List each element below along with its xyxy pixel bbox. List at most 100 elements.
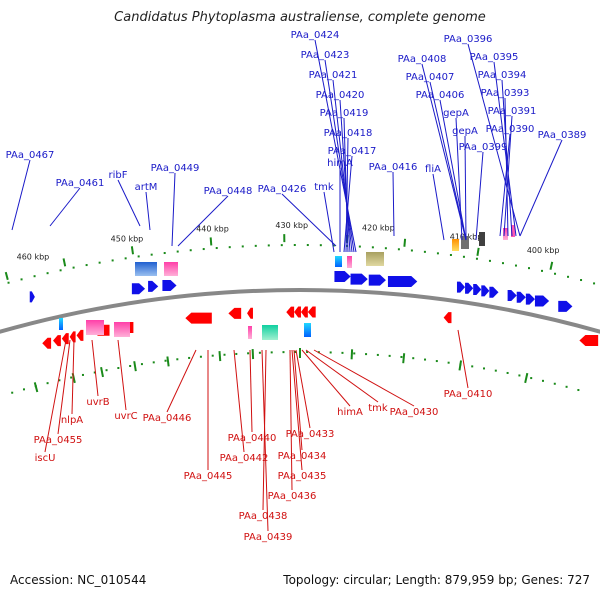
reverse-gene-arrow — [228, 307, 242, 319]
major-tick — [100, 366, 104, 378]
accession-text: Accession: NC_010544 — [10, 573, 147, 587]
reverse-gene-label: tmk — [368, 403, 388, 414]
reverse-gene-label: PAa_0439 — [244, 532, 293, 543]
feature-box — [304, 323, 311, 337]
forward-gene-label: PAa_0426 — [258, 184, 307, 195]
label-leader-line — [171, 172, 176, 247]
reverse-gene-label: uvrC — [114, 411, 137, 422]
label-leader-line — [314, 39, 357, 253]
label-leader-line — [439, 99, 467, 241]
label-leader-line — [305, 349, 379, 403]
label-leader-line — [504, 97, 509, 237]
label-leader-line — [281, 193, 337, 247]
label-leader-line — [57, 339, 71, 435]
label-leader-line — [339, 99, 351, 253]
forward-gene-label: PAa_0417 — [328, 146, 377, 157]
reverse-gene-arrow — [185, 312, 212, 324]
forward-gene-label: PAa_0449 — [151, 163, 200, 174]
label-leader-line — [261, 349, 269, 532]
forward-gene-arrow — [162, 280, 177, 292]
reverse-gene-label: nlpA — [61, 415, 83, 426]
inner-tick-ring — [11, 351, 580, 394]
reverse-gene-arrow — [53, 335, 61, 347]
major-tick — [476, 247, 480, 256]
reverse-gene-arrow — [42, 337, 52, 349]
reverse-gene-label: PAa_0435 — [278, 471, 327, 482]
forward-gene-arrow — [473, 284, 482, 296]
feature-box — [461, 236, 469, 249]
reverse-gene-arrow — [300, 306, 308, 318]
forward-gene-label: PAa_0461 — [56, 178, 105, 189]
reverse-gene-arrow — [443, 312, 452, 324]
reverse-gene-label: iscU — [35, 453, 56, 464]
forward-gene-arrow — [387, 275, 418, 287]
forward-gene-arrow — [148, 280, 159, 292]
forward-gene-label: PAa_0391 — [488, 106, 537, 117]
label-leader-line — [11, 159, 31, 231]
major-tick — [218, 351, 222, 362]
label-leader-line — [501, 79, 513, 237]
reverse-gene-label: PAa_0438 — [239, 511, 288, 522]
reverse-gene-arrow — [294, 306, 301, 318]
label-leader-line — [166, 349, 197, 413]
label-leader-line — [293, 349, 303, 451]
label-leader-line — [421, 63, 467, 241]
label-leader-line — [324, 59, 355, 253]
forward-gene-label: PAa_0423 — [301, 50, 350, 61]
label-leader-line — [249, 349, 253, 433]
forward-gene-label: PAa_0393 — [481, 88, 530, 99]
reverse-gene-label: PAa_0442 — [220, 453, 269, 464]
label-leader-line — [345, 137, 349, 253]
reverse-gene-arrow — [247, 307, 253, 319]
genome-backbone — [0, 288, 600, 334]
kbp-tick-label: 420 kbp — [362, 223, 395, 232]
forward-gene-label: tmk — [314, 182, 334, 193]
label-leader-line — [323, 191, 335, 253]
forward-gene-label: PAa_0448 — [204, 186, 253, 197]
kbp-tick-label: 460 kbp — [17, 253, 50, 262]
label-leader-line — [49, 187, 81, 227]
major-tick — [4, 271, 9, 281]
forward-gene-arrow — [465, 282, 474, 294]
major-tick — [350, 349, 354, 360]
major-tick — [133, 361, 137, 372]
feature-box — [135, 262, 157, 276]
major-tick — [402, 353, 406, 364]
forward-gene-arrow — [334, 271, 351, 283]
reverse-gene-arrow — [307, 306, 316, 318]
label-leader-line — [177, 195, 229, 247]
label-leader-line — [117, 179, 141, 227]
label-leader-line — [117, 339, 127, 411]
reverse-gene-label: PAa_0455 — [34, 435, 83, 446]
feature-box — [262, 325, 278, 340]
kbp-tick-label: 450 kbp — [111, 234, 144, 243]
feature-box — [164, 262, 178, 276]
reverse-gene-arrow — [69, 331, 76, 343]
reverse-gene-arrow — [286, 306, 295, 318]
label-leader-line — [44, 339, 67, 453]
reverse-gene-label: PAa_0446 — [143, 413, 192, 424]
feature-box — [347, 256, 352, 268]
forward-gene-label: PAa_0424 — [291, 30, 340, 41]
reverse-gene-label: PAa_0440 — [228, 433, 277, 444]
feature-box — [114, 322, 130, 337]
forward-gene-arrow — [534, 295, 550, 307]
forward-gene-label: PAa_0421 — [309, 70, 358, 81]
label-leader-line — [295, 349, 311, 429]
label-leader-line — [392, 171, 395, 237]
reverse-gene-label: himA — [337, 407, 363, 418]
forward-gene-label: PAa_0416 — [369, 162, 418, 173]
label-leader-line — [467, 43, 521, 237]
forward-gene-arrow — [558, 300, 573, 312]
reverse-gene-arrow — [76, 329, 84, 341]
forward-gene-arrow — [481, 285, 490, 297]
reverse-gene-arrow — [61, 333, 69, 345]
label-leader-line — [262, 349, 267, 511]
feature-box — [479, 232, 485, 246]
major-tick — [62, 258, 67, 267]
forward-gene-label: PAa_0394 — [478, 70, 527, 81]
label-leader-line — [499, 133, 511, 237]
forward-gene-arrow — [350, 273, 368, 285]
kbp-tick-label: 440 kbp — [196, 224, 229, 233]
